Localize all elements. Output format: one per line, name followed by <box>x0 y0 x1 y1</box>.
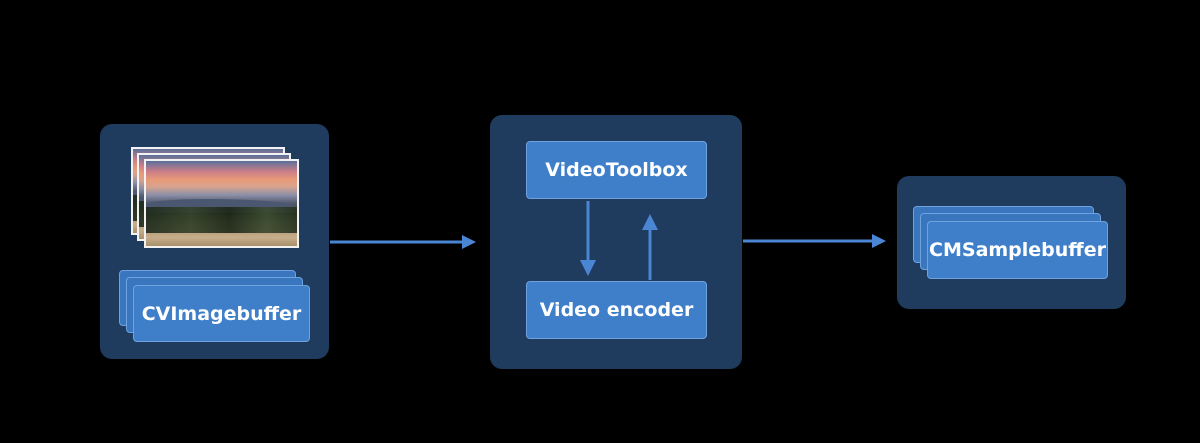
arrow-input-to-videotoolbox <box>330 235 476 249</box>
image-frame-front <box>144 159 299 248</box>
videotoolbox-label: VideoToolbox <box>545 159 688 181</box>
cvimagebuffer-label: CVImagebuffer <box>141 302 302 325</box>
video-encoder-box: Video encoder <box>526 281 707 339</box>
arrow-videotoolbox-to-output <box>743 234 886 248</box>
arrow-encoder-up-to-videotoolbox <box>642 214 658 280</box>
cmsamplebuffer-box: CMSamplebuffer <box>927 221 1108 279</box>
videotoolbox-box: VideoToolbox <box>526 141 707 199</box>
video-encoder-label: Video encoder <box>539 299 694 321</box>
arrow-videotoolbox-down-to-encoder <box>580 201 596 276</box>
cvimagebuffer-box: CVImagebuffer <box>133 285 310 342</box>
cmsamplebuffer-label: CMSamplebuffer <box>929 239 1106 261</box>
